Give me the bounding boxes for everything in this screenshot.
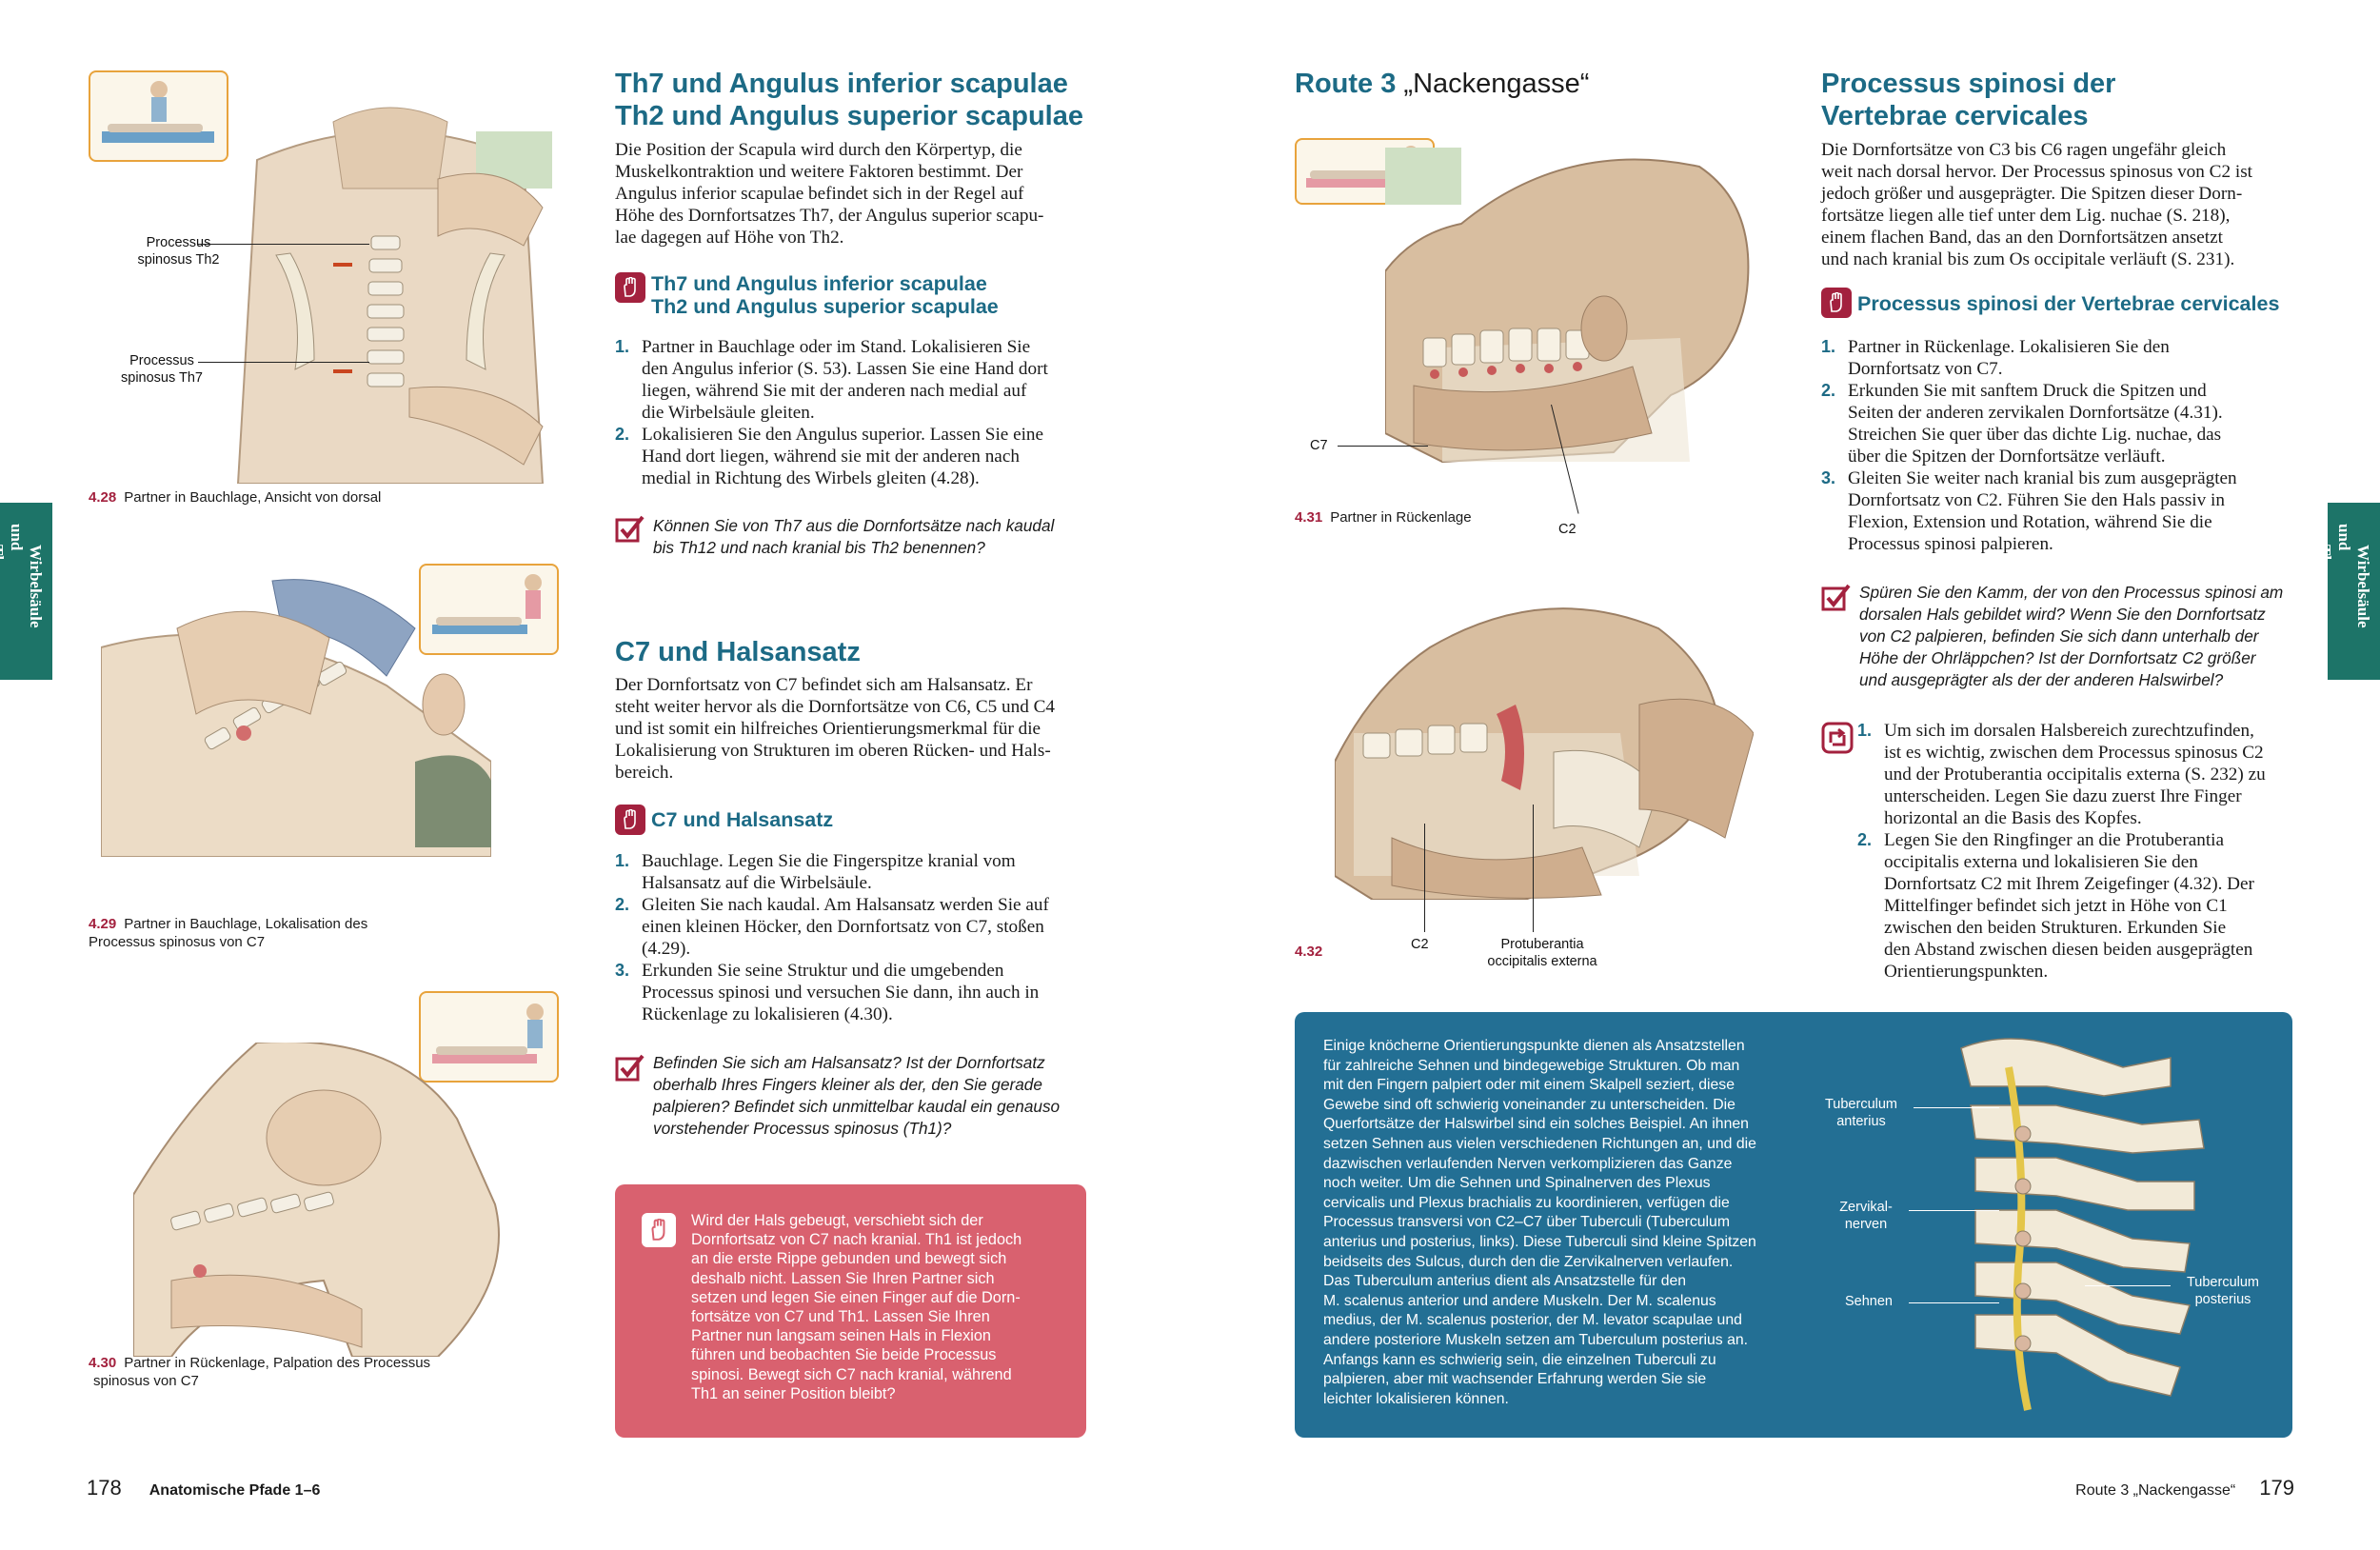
page-number: 178	[87, 1476, 122, 1500]
check-question-th7: Können Sie von Th7 aus die Dornfortsätze…	[653, 516, 1055, 557]
leader-line-th7	[198, 362, 369, 363]
footer-right: Route 3 „Nackengasse“ 179	[1809, 1476, 2294, 1500]
thumbnail-illustration	[102, 81, 214, 143]
figure-caption-4-32: 4.32	[1295, 944, 1323, 960]
tip-box-text: Wird der Hals gebeugt, verschiebt sich d…	[691, 1212, 1022, 1402]
section-title-th7-th2: Th7 und Angulus inferior scapulae Th2 un…	[615, 69, 1083, 131]
subhead-th7-th2: Th7 und Angulus inferior scapulae Th2 un…	[651, 272, 999, 318]
label-c2: C2	[1558, 522, 1577, 537]
label-c2-fig32: C2	[1411, 937, 1429, 952]
leader-line-zervikalnerven	[1909, 1210, 1999, 1211]
leader-line-tuberculum-posterius	[2085, 1285, 2171, 1286]
figure-neck-supine-c7-illustration	[1385, 148, 1750, 464]
route-title: Route 3 „Nackengasse“	[1295, 69, 1590, 99]
label-zervikalnerven: Zervikal-nerven	[1839, 1200, 1893, 1232]
leader-line-th2	[198, 244, 369, 245]
side-tab-right[interactable]: Wirbelsäule und Thorax	[2316, 503, 2380, 680]
footer-chapter: Anatomische Pfade 1–6	[149, 1482, 321, 1499]
subhead-processus-spinosi: Processus spinosi der Vertebrae cervical…	[1857, 292, 2280, 315]
steps-processus-spinosi: 1. Partner in Rückenlage. Lokalisieren S…	[1821, 336, 2307, 555]
tip-box-flexion: Wird der Hals gebeugt, verschiebt sich d…	[615, 1184, 1086, 1438]
leader-line-protuberantia	[1533, 805, 1534, 932]
figure-neck-supine-illustration	[133, 1043, 500, 1357]
cervical-vertebrae-illustration	[1960, 1038, 2205, 1411]
side-tab-left[interactable]: Wirbelsäule und Thorax	[0, 503, 52, 680]
label-c7: C7	[1310, 438, 1328, 453]
steps-c7: 1. Bauchlage. Legen Sie die Fingerspitze…	[615, 850, 1101, 1025]
leader-line-tuberculum-anterius	[1914, 1107, 1999, 1108]
thumbnail-illustration	[432, 1004, 544, 1063]
list-item: 2. Erkunden Sie mit sanftem Druck die Sp…	[1821, 381, 2223, 467]
subhead-c7: C7 und Halsansatz	[651, 808, 834, 831]
section-intro-th7-th2: Die Position der Scapula wird durch den …	[615, 140, 1044, 248]
thumbnail-prone-palpation	[419, 564, 559, 655]
orientation-icon	[1821, 722, 1854, 754]
hand-icon	[615, 272, 645, 303]
info-box-text: Einige knöcherne Orientierungspunkte die…	[1323, 1038, 1756, 1407]
steps-orientation: 1. Um sich im dorsalen Halsbereich zurec…	[1857, 720, 2324, 983]
list-item: 3. Gleiten Sie weiter nach kranial bis z…	[1821, 468, 2237, 554]
label-sehnen: Sehnen	[1845, 1294, 1893, 1309]
list-item: 1. Partner in Rückenlage. Lokalisieren S…	[1821, 337, 2170, 379]
list-item: 1. Um sich im dorsalen Halsbereich zurec…	[1857, 721, 2266, 828]
list-item: 2. Gleiten Sie nach kaudal. Am Halsansat…	[615, 895, 1049, 959]
list-item: 1. Bauchlage. Legen Sie die Fingerspitze…	[615, 851, 1016, 893]
section-intro-processus-spinosi: Die Dornfortsätze von C3 bis C6 ragen un…	[1821, 140, 2252, 269]
section-title-processus-spinosi: Processus spinosi der Vertebrae cervical…	[1821, 69, 2116, 131]
info-box-tuberculi: Einige knöcherne Orientierungspunkte die…	[1295, 1012, 2292, 1438]
checkbox-icon	[615, 515, 645, 543]
hand-icon	[1821, 288, 1852, 318]
thumbnail-illustration	[432, 574, 542, 634]
checkbox-icon	[1821, 584, 1851, 611]
list-item: 3. Erkunden Sie seine Struktur und die u…	[615, 961, 1040, 1024]
list-item: 1. Partner in Bauchlage oder im Stand. L…	[615, 337, 1048, 423]
leader-line-c7	[1338, 446, 1428, 447]
page-number: 179	[2259, 1476, 2294, 1500]
hand-icon	[642, 1213, 676, 1247]
leader-line-c2-fig32	[1424, 824, 1425, 932]
section-title-c7: C7 und Halsansatz	[615, 637, 861, 667]
check-question-c7: Befinden Sie sich am Halsansatz? Ist der…	[653, 1053, 1061, 1138]
footer-left: 178 Anatomische Pfade 1–6	[87, 1476, 563, 1500]
checkbox-icon	[615, 1054, 645, 1082]
steps-th7-th2: 1. Partner in Bauchlage oder im Stand. L…	[615, 336, 1091, 489]
leader-line-sehnen	[1909, 1302, 1999, 1303]
figure-neck-prone-illustration	[101, 579, 491, 857]
figure-neck-occipital-illustration	[1335, 607, 1754, 900]
list-item: 2. Legen Sie den Ringfinger an die Protu…	[1857, 830, 2254, 982]
section-intro-c7: Der Dornfortsatz von C7 befindet sich am…	[615, 675, 1055, 783]
thumbnail-prone-position	[89, 70, 228, 162]
footer-route: Route 3 „Nackengasse“	[2075, 1482, 2236, 1499]
list-item: 2. Lokalisieren Sie den Angulus superior…	[615, 425, 1044, 488]
thumbnail-supine-palpation	[419, 991, 559, 1083]
hand-icon	[615, 805, 645, 835]
figure-back-palpation-illustration	[236, 107, 552, 484]
check-question-spinosi: Spüren Sie den Kamm, der von den Process…	[1859, 583, 2284, 689]
